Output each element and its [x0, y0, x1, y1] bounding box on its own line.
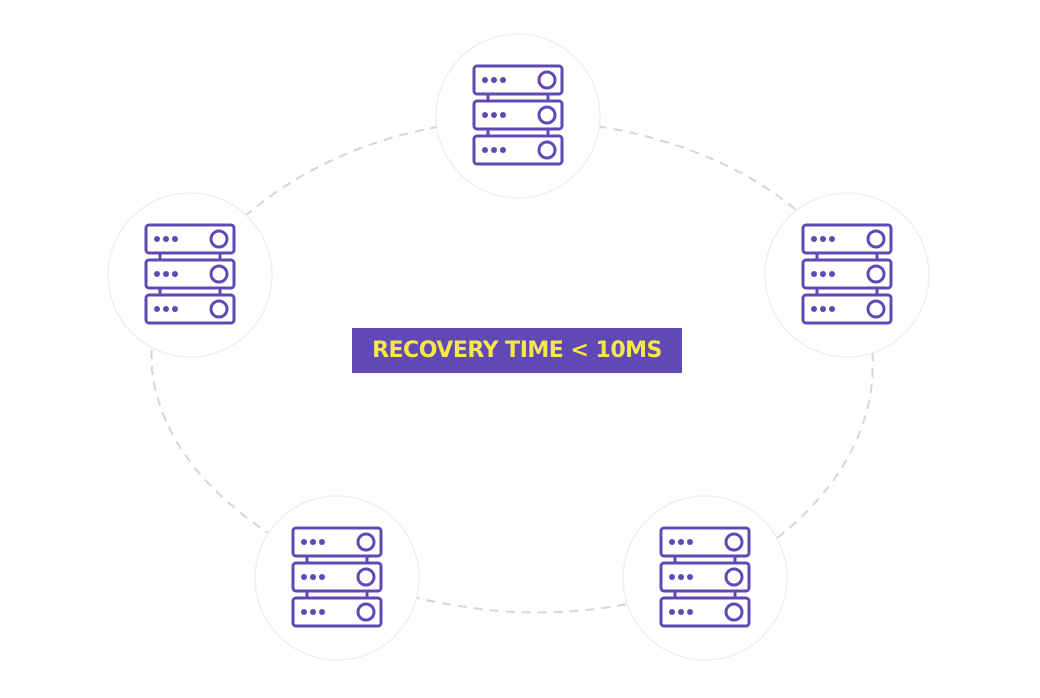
server-node-circle: [107, 192, 273, 358]
server-node-3: [764, 192, 930, 358]
server-node-circle: [764, 192, 930, 358]
server-node-5: [622, 495, 788, 661]
server-node-circle: [254, 495, 420, 661]
server-node-circle: [435, 33, 601, 199]
server-node-circle: [622, 495, 788, 661]
server-node-4: [254, 495, 420, 661]
recovery-time-label: RECOVERY TIME < 10MS: [352, 328, 682, 373]
server-node-2: [107, 192, 273, 358]
server-node-1: [435, 33, 601, 199]
